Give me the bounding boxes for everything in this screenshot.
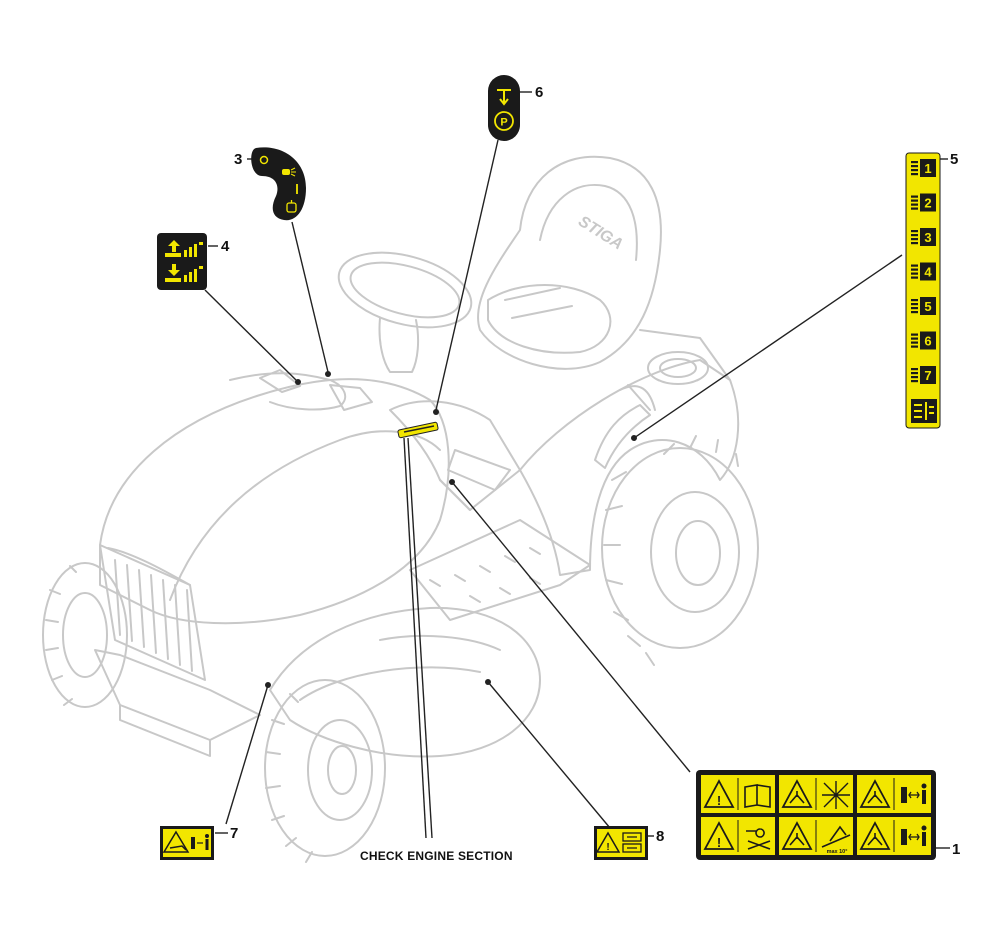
decal-7-cutting-blade-warning: [160, 826, 214, 860]
front-left-wheel: [42, 562, 128, 708]
leader-line-4: [204, 289, 299, 383]
callout-7: 7: [230, 825, 239, 842]
gear-indicator-1: 1: [911, 159, 936, 177]
ignition-off-icon: [259, 155, 269, 165]
seat: [477, 155, 662, 370]
decal-8-hot-surface-warning: !: [594, 826, 648, 860]
gear-indicator-2: 2: [911, 193, 936, 212]
leader-dots: [265, 371, 637, 688]
check-engine-section-caption: CHECK ENGINE SECTION: [360, 849, 513, 863]
parking-brake-icon: P: [494, 111, 514, 131]
warning-remove-key: !: [701, 817, 775, 855]
warning-thrown-objects: [779, 775, 853, 813]
gear-number: 7: [924, 368, 931, 383]
leader-line-8: [487, 681, 611, 829]
callout-8: 8: [656, 828, 665, 845]
gear-number: 2: [924, 196, 931, 211]
gear-number: 6: [924, 334, 931, 349]
gear-number: 4: [924, 265, 932, 280]
lamp-icon: [282, 167, 296, 177]
keep-distance-icon: [191, 834, 209, 850]
callout-5: 5: [950, 151, 959, 168]
footplate: [409, 519, 591, 621]
svg-text:!: !: [606, 842, 609, 853]
grille: [99, 544, 206, 681]
warning-triangle-icon: [781, 821, 813, 850]
leader-line-7: [225, 684, 269, 825]
callout-6: 6: [535, 84, 544, 101]
warning-triangle-icon: [703, 779, 735, 808]
decal-5-gear-strip: 1 2 3 4 5 6 7: [905, 152, 941, 429]
front-bumper: [94, 649, 261, 741]
callout-1: 1: [952, 841, 961, 858]
leader-line-check-engine: [407, 437, 433, 839]
arrow-down-icon: [497, 89, 511, 106]
svg-text:!: !: [717, 835, 721, 850]
decal-1-safety-warnings: ! ! max 10°: [696, 770, 936, 860]
leader-line-1: [451, 481, 691, 773]
gear-number: 1: [924, 161, 931, 176]
leader-lines: [204, 91, 950, 849]
svg-text:P: P: [500, 117, 507, 129]
slope-icon: [821, 825, 851, 848]
warning-children-distance: [857, 817, 931, 855]
decal-6-parking-brake: P: [488, 75, 520, 141]
warning-keep-distance: [857, 775, 931, 813]
leader-line-6: [435, 139, 499, 411]
rear-right-wheel: [601, 435, 759, 666]
keep-distance-icon: [901, 825, 927, 846]
hood: [99, 378, 450, 625]
gear-indicator-7: 7: [911, 366, 936, 384]
warning-triangle-icon: [595, 831, 621, 853]
keep-distance-icon: [901, 783, 927, 804]
blade-hazard-icon: [162, 830, 190, 853]
gear-indicator-4: 4: [911, 262, 936, 281]
leader-line-3: [291, 221, 329, 373]
lawn-tractor-illustration: STIGA: [42, 155, 759, 863]
slope-limit-label: max 10°: [827, 849, 848, 855]
dipstick-decal: [397, 421, 439, 439]
svg-text:!: !: [717, 793, 721, 808]
gear-number: 3: [924, 230, 931, 245]
callout-4: 4: [221, 238, 230, 255]
deck-height-icon: [911, 399, 937, 423]
manual-icon: [622, 832, 642, 853]
manual-icon: [744, 784, 771, 808]
decal-4-cutting-height: [157, 233, 207, 290]
front-right-wheel: [264, 679, 386, 863]
arrow-up-icon: [168, 240, 180, 252]
warning-read-manual: !: [701, 775, 775, 813]
callout-3: 3: [234, 151, 243, 168]
gear-indicator-3: 3: [911, 228, 936, 246]
rear-fender: [519, 359, 740, 576]
gear-indicator-6: 6: [911, 331, 936, 350]
mower-deck: [269, 606, 541, 758]
warning-slope-limit: max 10°: [779, 817, 853, 855]
decal-3-ignition: [251, 147, 306, 221]
warning-triangle-icon: [859, 821, 891, 850]
remove-key-icon: [746, 828, 771, 850]
warning-triangle-icon: [781, 779, 813, 808]
leader-line-5: [633, 254, 903, 439]
warning-triangle-icon: [703, 821, 735, 850]
thrown-objects-icon: [822, 781, 850, 809]
gear-number: 5: [924, 299, 931, 314]
warning-triangle-icon: [859, 779, 891, 808]
steering-wheel: [337, 251, 473, 329]
gear-indicator-5: 5: [911, 297, 936, 315]
arrow-down-icon: [168, 264, 180, 276]
brand-mark: STIGA: [575, 213, 625, 253]
engine-start-icon: [286, 200, 297, 213]
